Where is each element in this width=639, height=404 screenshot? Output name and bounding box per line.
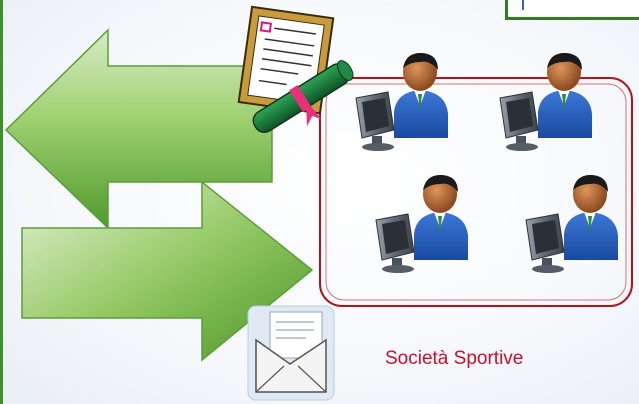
corner-box — [505, 0, 639, 20]
societa-frame — [319, 77, 633, 307]
left-arrow-icon — [4, 28, 273, 230]
left-border — [0, 0, 3, 404]
user-computer-3 — [375, 174, 469, 274]
user-computer-4 — [525, 174, 619, 274]
user-computer-2 — [499, 52, 593, 152]
envelope-letter-icon — [247, 305, 335, 401]
text-cursor — [522, 0, 524, 10]
diploma-certificate-icon — [237, 5, 354, 134]
user-computer-1 — [355, 52, 449, 152]
societa-sportive-label: Società Sportive — [385, 348, 524, 369]
